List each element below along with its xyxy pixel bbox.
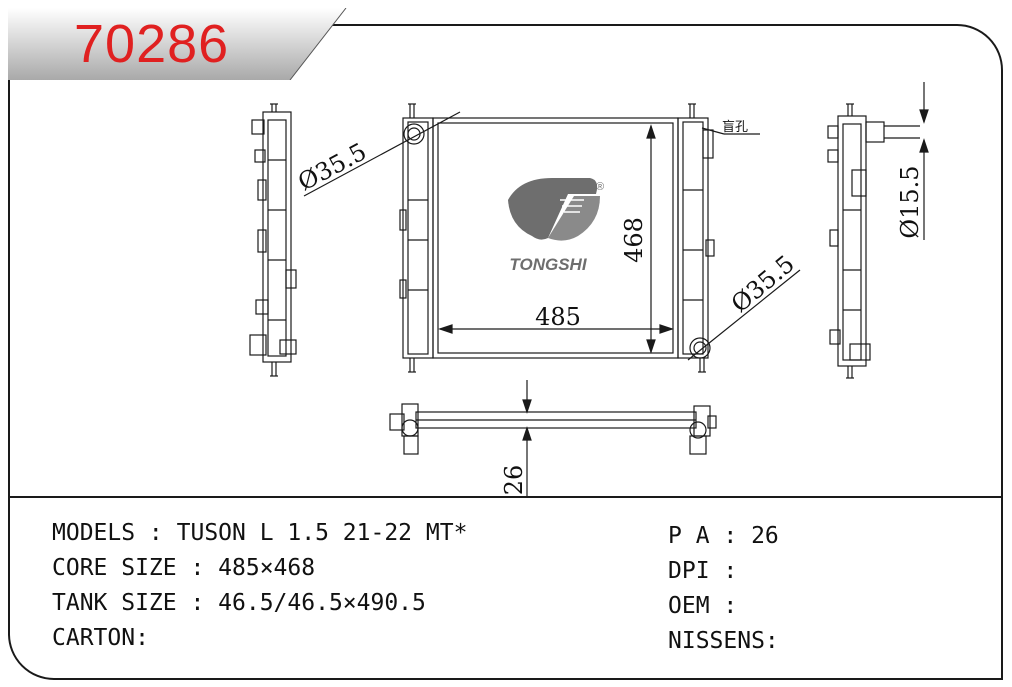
tongshi-logo: TONGSHI ® [508, 178, 604, 274]
nissens-line: NISSENS: [668, 628, 779, 654]
width-dimension-label: 485 [535, 303, 581, 331]
left-side-view [249, 103, 297, 377]
tank-size-line: TANK SIZE : 46.5/46.5×490.5 [52, 590, 426, 616]
radiator-drawing: TONGSHI ® 485 468 Ø35.5 Ø35.5 Ø15.5 26 盲… [249, 82, 929, 496]
code-banner [8, 8, 347, 80]
brand-name: TONGSHI [509, 255, 587, 274]
height-dimension-label: 468 [620, 217, 648, 263]
models-line: MODELS : TUSON L 1.5 21-22 MT* [52, 520, 468, 546]
front-view [303, 103, 801, 373]
blind-hole-label: 盲孔 [722, 119, 748, 135]
inlet-diameter-label: Ø35.5 [293, 137, 371, 196]
side-diameter-label: Ø15.5 [896, 165, 924, 238]
dpi-line: DPI : [668, 558, 738, 584]
registered-mark: ® [596, 181, 604, 193]
carton-line: CARTON: [52, 625, 149, 651]
right-side-view [827, 82, 929, 379]
pa-line: P A : 26 [668, 523, 779, 549]
product-code: 70286 [74, 14, 230, 74]
core-size-line: CORE SIZE : 485×468 [52, 555, 316, 581]
section-divider [8, 496, 1003, 498]
outlet-diameter-label: Ø35.5 [726, 250, 800, 318]
bottom-view [389, 380, 717, 496]
sheet-border [8, 24, 1003, 680]
thickness-dimension-label: 26 [500, 465, 528, 496]
oem-line: OEM : [668, 593, 738, 619]
